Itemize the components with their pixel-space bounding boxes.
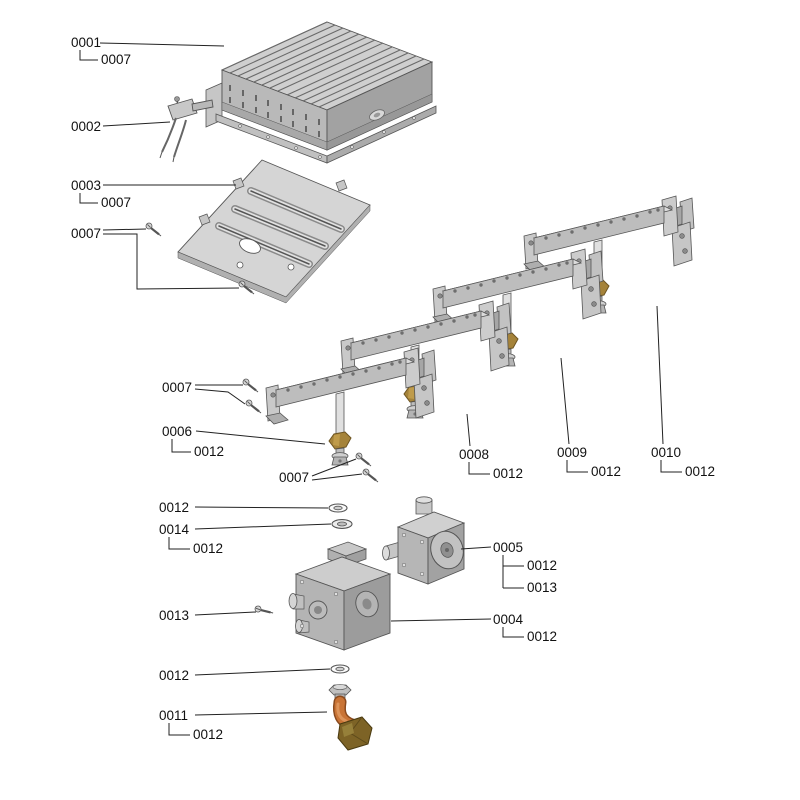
callout-0012-3: 0012 [591,464,622,479]
callout-0003: 0003 [71,178,102,193]
callout-0013-2: 0013 [159,608,190,623]
callout-0012-9: 0012 [159,668,190,683]
callout-0012-5: 0012 [159,500,190,515]
washer-0014 [331,519,353,529]
callout-0006: 0006 [162,424,193,439]
screw-0013 [252,600,275,621]
part-burner-plate [177,159,371,304]
callout-0012-10: 0012 [193,727,224,742]
callout-0007-4: 0007 [162,380,193,395]
callout-0008: 0008 [459,447,490,462]
callout-0001: 0001 [71,35,102,50]
part-burner-assembly [205,21,437,164]
part-gas-valve-0005 [382,496,466,585]
callout-0004: 0004 [493,612,524,627]
part-burner-rail-0009 [432,248,604,367]
callout-0012-4: 0012 [685,464,716,479]
callout-0012-8: 0012 [527,629,558,644]
part-gas-valve-0004 [288,541,392,651]
callout-0007-5: 0007 [279,470,310,485]
part-burner-rail-0010 [523,195,695,314]
callout-0014: 0014 [159,522,190,537]
callout-0005: 0005 [493,540,524,555]
callout-0010: 0010 [651,445,682,460]
washer-0012-bottom [330,664,350,674]
callout-0012-2: 0012 [493,466,524,481]
callout-0007-1: 0007 [101,52,132,67]
screw-0007-5 [354,451,373,468]
washer-0012-top [328,503,348,513]
screw-0007-4 [244,398,263,415]
callout-0002: 0002 [71,119,102,134]
callout-0012-6: 0012 [193,541,224,556]
leader-lines [99,42,664,716]
part-ignition-electrode [159,96,214,163]
callout-0009: 0009 [557,445,588,460]
screw-0007-3 [241,377,260,394]
screw-0007-6 [361,467,380,484]
callout-0007-2: 0007 [101,195,132,210]
callout-0007-3: 0007 [71,226,102,241]
callout-0012-1: 0012 [194,444,225,459]
callout-0013-1: 0013 [527,580,558,595]
screw-0007-1 [144,221,163,238]
callout-0012-7: 0012 [527,558,558,573]
callout-0011: 0011 [159,708,189,723]
part-elbow-fitting-0011 [328,684,373,751]
bracket-lines [79,50,682,736]
